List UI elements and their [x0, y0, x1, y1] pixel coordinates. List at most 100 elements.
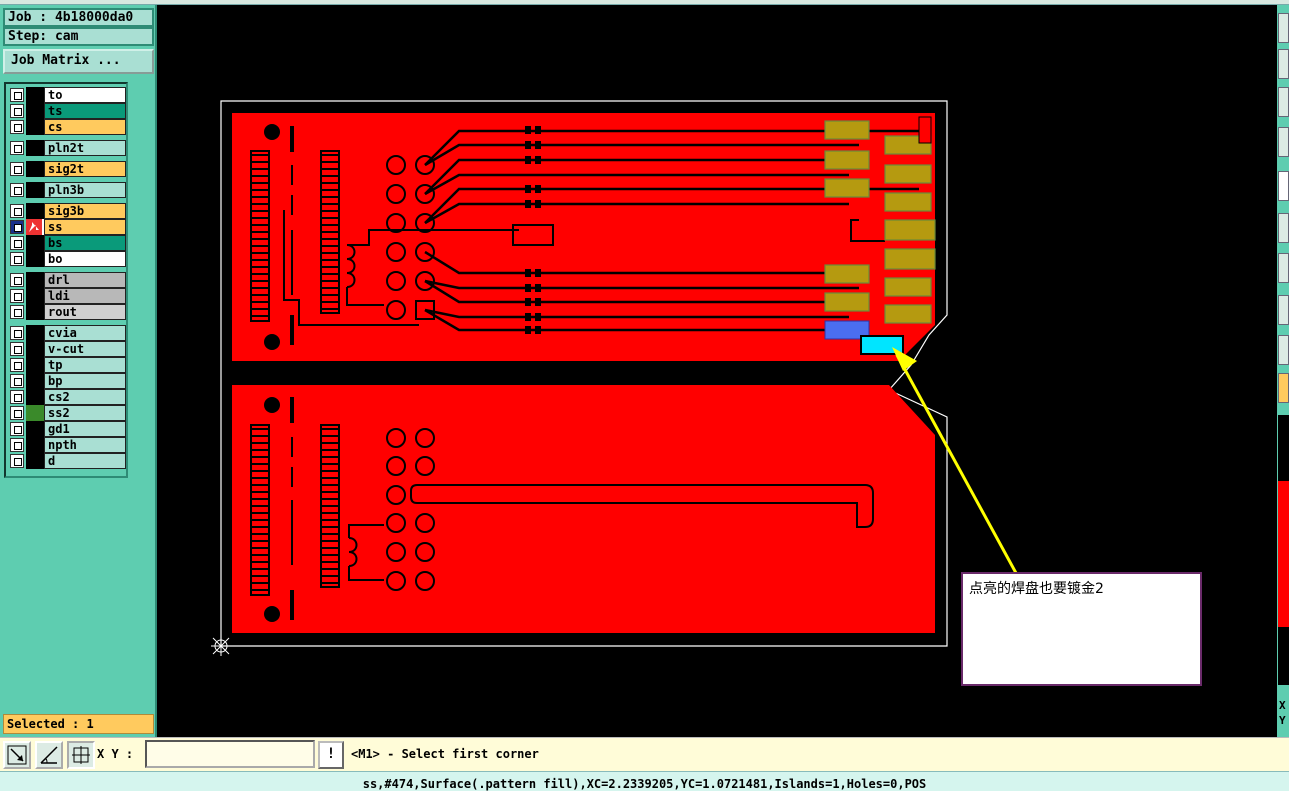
- layer-name: sig2t: [44, 161, 126, 177]
- layer-checkbox[interactable]: [10, 204, 24, 218]
- layer-checkbox[interactable]: [10, 406, 24, 420]
- highlighted-pad: [860, 335, 904, 355]
- layer-state-cell: [26, 341, 44, 357]
- layer-checkbox[interactable]: [10, 220, 24, 234]
- command-bar: X Y : ! <M1> - Select first corner: [0, 737, 1289, 771]
- diagonal-arrow-icon: [7, 745, 27, 765]
- layer-name: ts: [44, 103, 126, 119]
- selected-count: Selected : 1: [3, 714, 154, 734]
- layer-row-rout[interactable]: rout: [8, 304, 126, 320]
- right-tool-button[interactable]: [1278, 253, 1289, 283]
- right-tool-button[interactable]: [1278, 127, 1289, 157]
- layer-name: pln2t: [44, 140, 126, 156]
- layer-checkbox[interactable]: [10, 236, 24, 250]
- layer-row-pln3b[interactable]: pln3b: [8, 182, 126, 198]
- layer-name: bp: [44, 373, 126, 389]
- layer-name: pln3b: [44, 182, 126, 198]
- layer-state-cell: [26, 405, 44, 421]
- layer-checkbox[interactable]: [10, 305, 24, 319]
- xy-label: X Y :: [97, 747, 134, 761]
- layer-checkbox[interactable]: [10, 422, 24, 436]
- slot: [290, 315, 294, 345]
- layer-name: cs: [44, 119, 126, 135]
- right-preview: [1278, 415, 1289, 685]
- layer-row-cvia[interactable]: cvia: [8, 325, 126, 341]
- layer-checkbox[interactable]: [10, 104, 24, 118]
- layer-checkbox[interactable]: [10, 326, 24, 340]
- right-tool-button[interactable]: [1278, 335, 1289, 365]
- layer-checkbox[interactable]: [10, 120, 24, 134]
- exclamation-button[interactable]: !: [318, 741, 344, 769]
- right-tool-button[interactable]: [1278, 171, 1289, 201]
- layer-row-tp[interactable]: tp: [8, 357, 126, 373]
- right-tool-button[interactable]: [1278, 373, 1289, 403]
- measure-button[interactable]: [35, 741, 63, 769]
- layer-row-npth[interactable]: npth: [8, 437, 126, 453]
- layer-name: npth: [44, 437, 126, 453]
- right-tool-button[interactable]: [1278, 49, 1289, 79]
- right-tool-button[interactable]: [1278, 295, 1289, 325]
- layer-panel: Job : 4b18000da0 Step: cam Job Matrix ..…: [0, 5, 157, 737]
- pcb-drawing[interactable]: [159, 5, 1277, 737]
- layer-row-pln2t[interactable]: pln2t: [8, 140, 126, 156]
- annotation-arrow: [892, 347, 1018, 574]
- layer-row-to[interactable]: to: [8, 87, 126, 103]
- layer-checkbox[interactable]: [10, 88, 24, 102]
- layer-state-cell: [26, 421, 44, 437]
- right-tool-button[interactable]: [1278, 213, 1289, 243]
- layer-state-cell: [26, 251, 44, 267]
- layer-state-cell: [26, 288, 44, 304]
- layer-state-cell: [26, 182, 44, 198]
- mount-hole: [264, 334, 280, 350]
- layer-state-cell: [26, 304, 44, 320]
- layer-checkbox[interactable]: [10, 454, 24, 468]
- layer-name: tp: [44, 357, 126, 373]
- selected-pad: [824, 320, 870, 340]
- layer-state-cell: [26, 140, 44, 156]
- right-xy-readout: X Y: [1279, 699, 1286, 727]
- annotation-note: 点亮的焊盘也要镀金2: [961, 572, 1202, 686]
- layer-row-bp[interactable]: bp: [8, 373, 126, 389]
- layer-state-cell: [26, 437, 44, 453]
- layer-row-cs[interactable]: cs: [8, 119, 126, 135]
- layer-row-v-cut[interactable]: v-cut: [8, 341, 126, 357]
- layer-checkbox[interactable]: [10, 374, 24, 388]
- layer-checkbox[interactable]: [10, 273, 24, 287]
- layer-checkbox[interactable]: [10, 390, 24, 404]
- layer-checkbox[interactable]: [10, 342, 24, 356]
- xy-input[interactable]: [145, 740, 315, 768]
- layer-row-drl[interactable]: drl: [8, 272, 126, 288]
- layer-checkbox[interactable]: [10, 438, 24, 452]
- layer-row-bs[interactable]: bs: [8, 235, 126, 251]
- layer-state-cell: [26, 357, 44, 373]
- layer-checkbox[interactable]: [10, 162, 24, 176]
- layer-row-sig2t[interactable]: sig2t: [8, 161, 126, 177]
- layer-checkbox[interactable]: [10, 358, 24, 372]
- zoom-window-button[interactable]: [3, 741, 31, 769]
- layer-state-cell: [26, 272, 44, 288]
- layer-name: bo: [44, 251, 126, 267]
- layer-row-ss2[interactable]: ss2: [8, 405, 126, 421]
- layer-row-ts[interactable]: ts: [8, 103, 126, 119]
- layer-state-cell: [26, 219, 44, 235]
- layer-state-cell: [26, 119, 44, 135]
- right-tool-button[interactable]: [1278, 87, 1289, 117]
- layer-row-gd1[interactable]: gd1: [8, 421, 126, 437]
- layer-state-cell: [26, 161, 44, 177]
- layer-row-sig3b[interactable]: sig3b: [8, 203, 126, 219]
- layer-row-ss[interactable]: ss: [8, 219, 126, 235]
- layer-row-d[interactable]: d: [8, 453, 126, 469]
- layer-state-cell: [26, 87, 44, 103]
- layer-checkbox[interactable]: [10, 183, 24, 197]
- layer-row-bo[interactable]: bo: [8, 251, 126, 267]
- right-tool-button[interactable]: [1278, 13, 1289, 43]
- layer-checkbox[interactable]: [10, 141, 24, 155]
- grid-snap-button[interactable]: [67, 741, 95, 769]
- layer-row-cs2[interactable]: cs2: [8, 389, 126, 405]
- layer-row-ldi[interactable]: ldi: [8, 288, 126, 304]
- job-matrix-button[interactable]: Job Matrix ...: [3, 49, 154, 74]
- step-label: Step: cam: [3, 27, 154, 46]
- layer-checkbox[interactable]: [10, 289, 24, 303]
- layer-checkbox[interactable]: [10, 252, 24, 266]
